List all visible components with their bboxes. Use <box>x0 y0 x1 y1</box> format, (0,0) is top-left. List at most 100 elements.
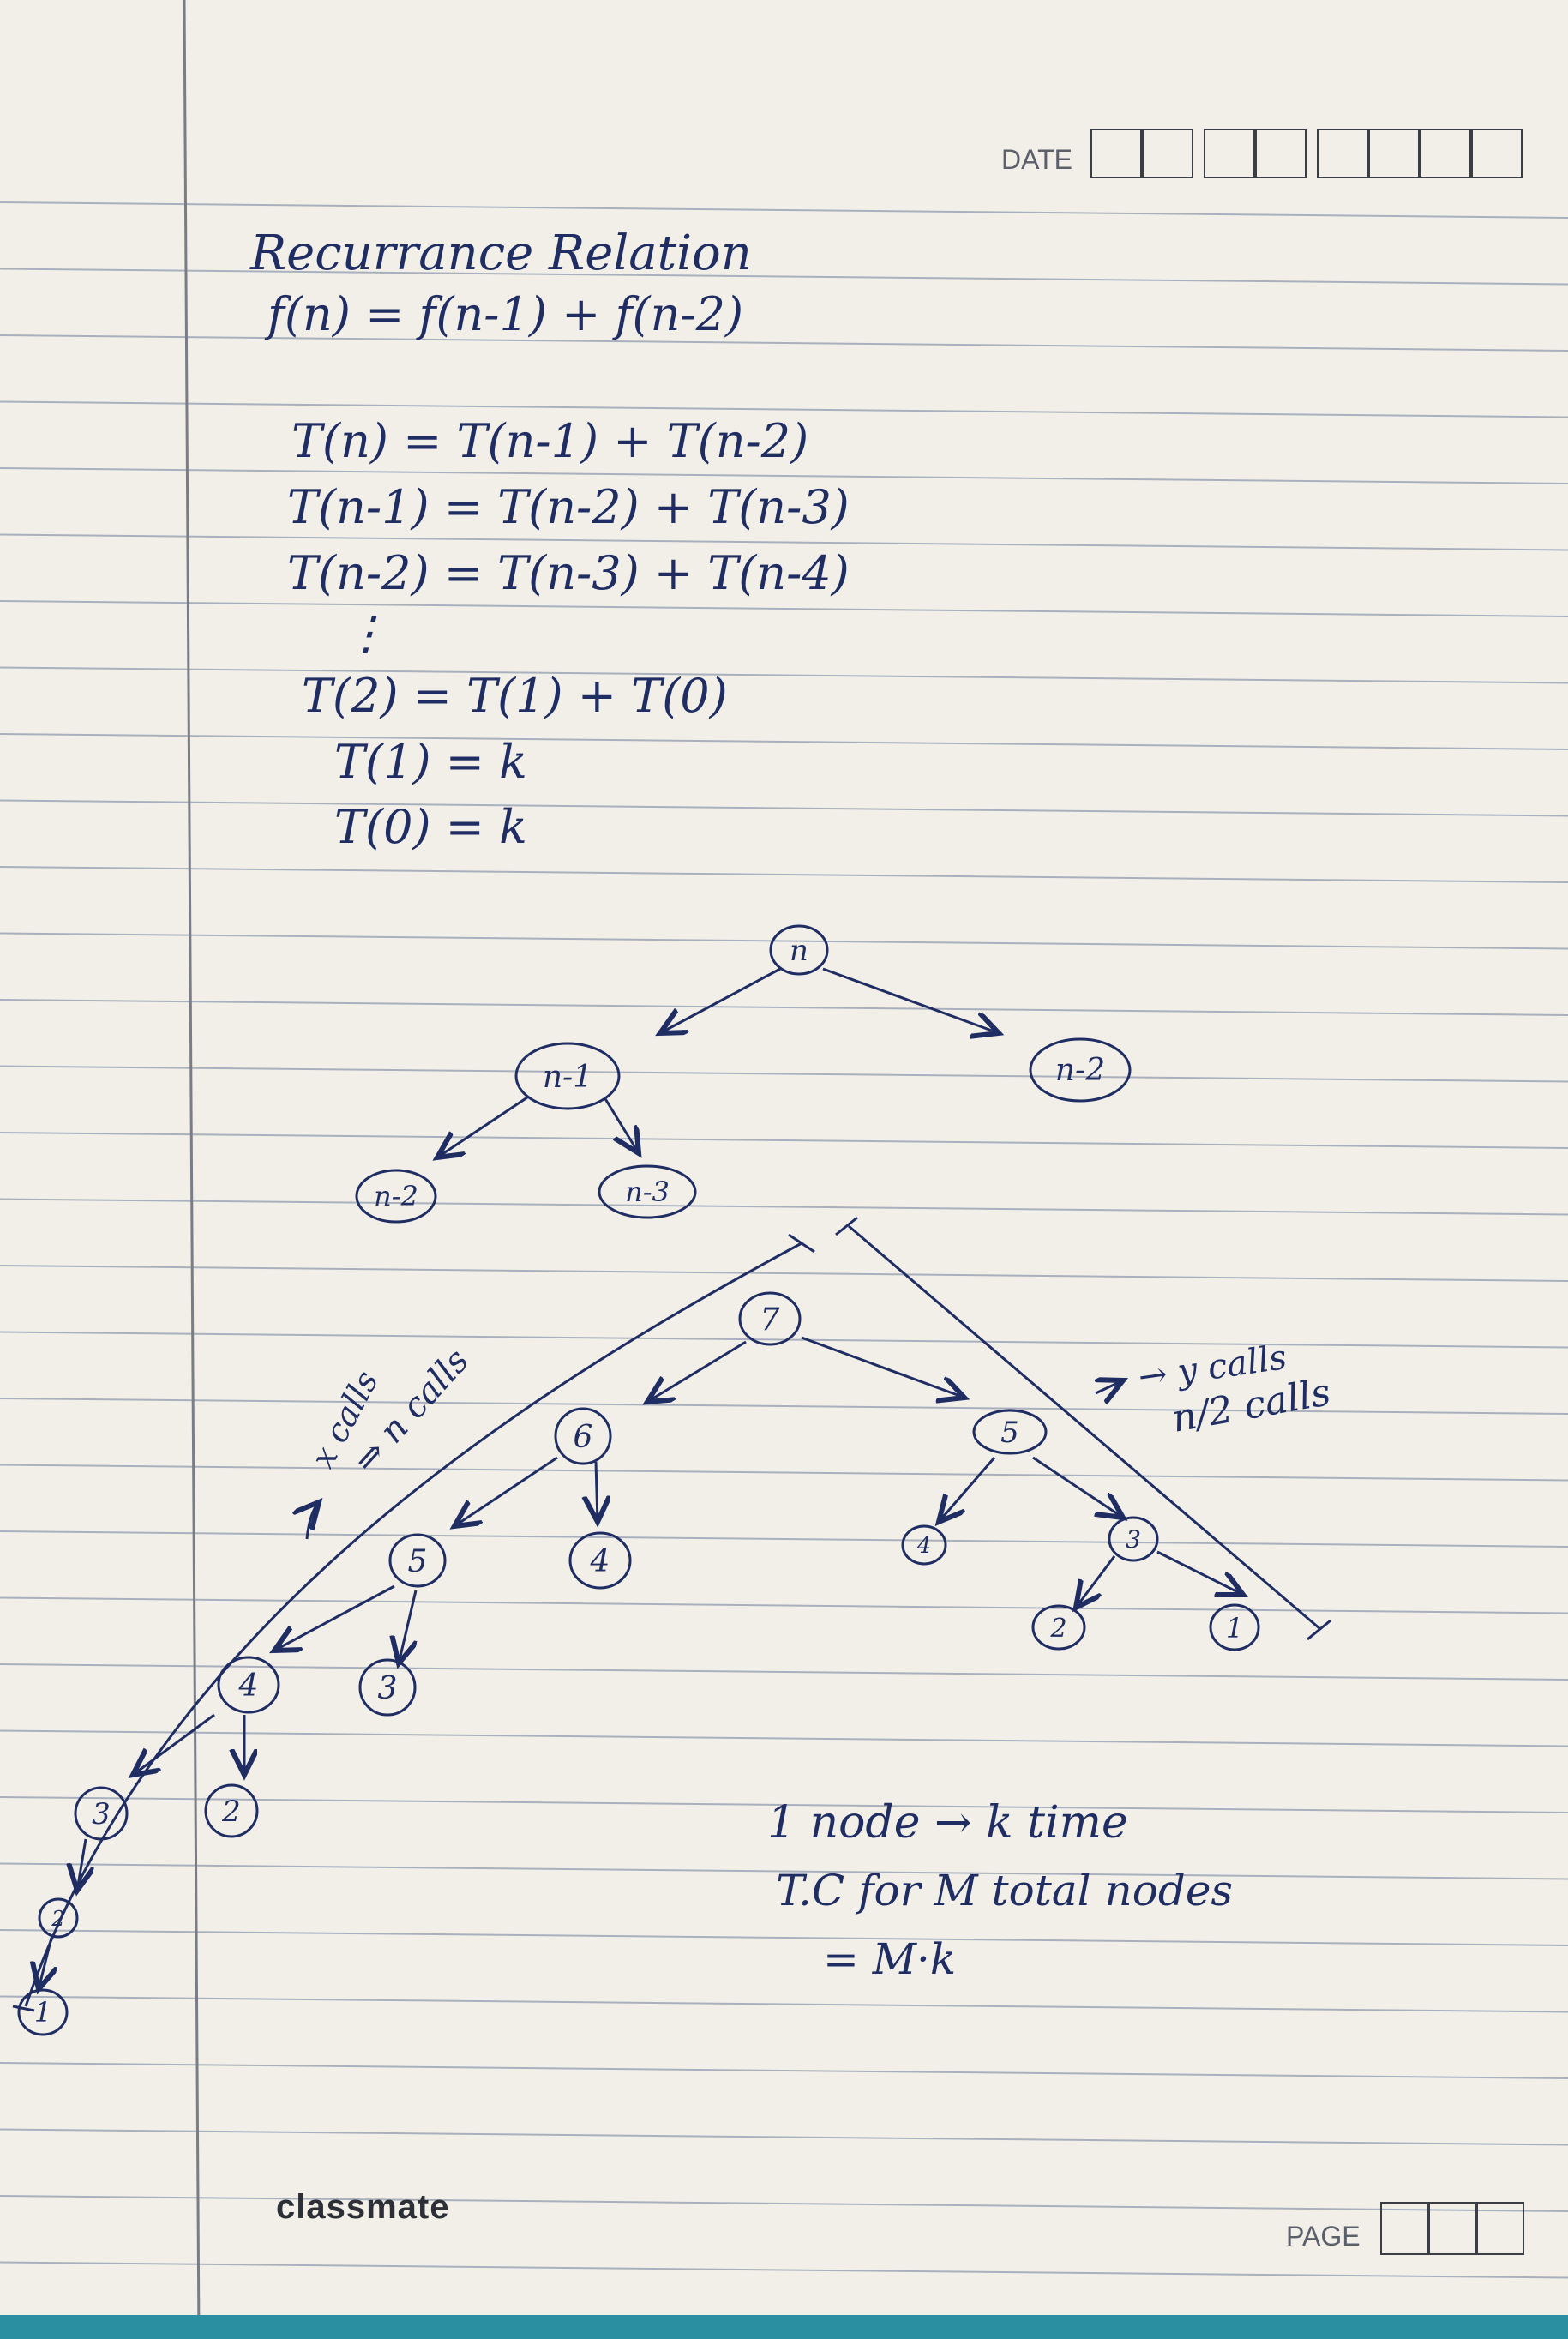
rule-line <box>0 1729 1568 1747</box>
rule-line <box>0 2128 1568 2146</box>
rule-line <box>0 400 1568 418</box>
summary-line: = M·k <box>823 1934 957 1984</box>
tree-edge <box>596 1461 598 1522</box>
node-label: n <box>790 934 808 968</box>
left-depth-tick <box>12 2005 35 2012</box>
rule-line <box>0 1929 1568 1946</box>
vertical-ellipsis: ⋮ <box>343 606 389 660</box>
rule-line <box>0 2261 1568 2279</box>
node-label: 2 <box>51 1907 64 1931</box>
tree-node <box>738 1291 802 1346</box>
tree-node <box>1108 1516 1159 1562</box>
page-boxes[interactable] <box>1380 2202 1524 2255</box>
tree-node <box>1029 1037 1132 1103</box>
tree-edge <box>133 1713 215 1775</box>
rule-line <box>0 999 1568 1016</box>
node-label: n-3 <box>625 1176 670 1208</box>
annotation-arrow <box>307 1502 319 1540</box>
tree-node <box>972 1409 1048 1455</box>
rule-line <box>0 1995 1568 2013</box>
left-depth-tick <box>788 1233 815 1254</box>
summary-line: T.C for M total nodes <box>776 1866 1234 1915</box>
tree-edge <box>603 1097 639 1153</box>
rule-line <box>0 1596 1568 1614</box>
rule-line <box>0 1398 1568 1415</box>
node-label: 4 <box>590 1544 610 1579</box>
tree-edge <box>1156 1550 1243 1595</box>
rule-line <box>0 1862 1568 1880</box>
tree-node <box>17 1988 69 2036</box>
rule-line <box>0 1198 1568 1216</box>
tree-node <box>204 1783 259 1838</box>
node-label: n-2 <box>1055 1053 1105 1088</box>
rule-line <box>0 733 1568 750</box>
rule-line <box>0 201 1568 219</box>
tree-edge <box>437 1096 528 1157</box>
rule-line <box>0 1663 1568 1681</box>
recurrence-line: T(n) = T(n-1) + T(n-2) <box>291 414 809 468</box>
tree-node <box>1209 1603 1260 1651</box>
node-label: 5 <box>1000 1416 1019 1450</box>
base-case: T(1) = k <box>334 735 527 789</box>
right-depth-tick <box>835 1216 858 1236</box>
node-label: 2 <box>1049 1614 1066 1644</box>
rule-line <box>0 1530 1568 1548</box>
tree-node <box>1031 1604 1086 1651</box>
tree-node <box>598 1164 697 1219</box>
tree-node <box>388 1533 447 1588</box>
tree-node <box>74 1786 129 1841</box>
tree-edge <box>660 967 781 1033</box>
tree-node <box>38 1897 79 1939</box>
rule-line <box>0 799 1568 817</box>
tree-node <box>358 1658 417 1717</box>
rule-line <box>0 2062 1568 2079</box>
rule-line <box>0 1265 1568 1282</box>
rule-line <box>0 1796 1568 1813</box>
left-depth-line <box>24 1242 802 2007</box>
tree-node <box>514 1042 621 1110</box>
recurrence-line: T(2) = T(1) + T(0) <box>302 669 728 723</box>
rule-line <box>0 666 1568 684</box>
right-depth-tick <box>1307 1619 1331 1641</box>
node-label: 3 <box>1126 1525 1141 1554</box>
rule-line <box>0 1132 1568 1149</box>
node-label: 7 <box>760 1302 780 1338</box>
node-label: 1 <box>1226 1612 1243 1645</box>
rule-line <box>0 1464 1568 1482</box>
tree-edge <box>399 1590 416 1663</box>
rule-line <box>0 1065 1568 1083</box>
tree-edge <box>1032 1456 1123 1518</box>
page-label: PAGE <box>1286 2221 1361 2252</box>
rule-line <box>0 600 1568 617</box>
margin-line <box>183 0 201 2339</box>
node-label: 4 <box>238 1669 259 1704</box>
tree-node <box>355 1169 437 1224</box>
node-label: 3 <box>92 1797 111 1831</box>
annotation-arrow <box>1096 1380 1123 1393</box>
node-label: 3 <box>378 1671 398 1706</box>
tree-node <box>901 1524 947 1566</box>
tree-node <box>217 1656 280 1714</box>
node-label: 1 <box>34 1996 51 2029</box>
tree-node <box>568 1531 632 1590</box>
node-label: 4 <box>916 1533 932 1559</box>
rule-line <box>0 533 1568 551</box>
page-edge-band <box>0 2315 1568 2339</box>
rule-line <box>0 2195 1568 2212</box>
tree-edge <box>647 1340 747 1402</box>
tree-edge <box>274 1584 395 1651</box>
rule-line <box>0 1331 1568 1349</box>
tree-edge <box>454 1456 558 1526</box>
tree-edge <box>822 967 999 1033</box>
node-label: 6 <box>574 1420 593 1455</box>
heading: Recurrance Relation <box>250 225 752 281</box>
summary-line: 1 node → k time <box>767 1797 1128 1849</box>
date-boxes[interactable] <box>1090 129 1523 178</box>
brand-logo: classmate <box>276 2188 450 2226</box>
rule-line <box>0 334 1568 352</box>
tree-node <box>769 924 829 976</box>
rule-line <box>0 932 1568 950</box>
